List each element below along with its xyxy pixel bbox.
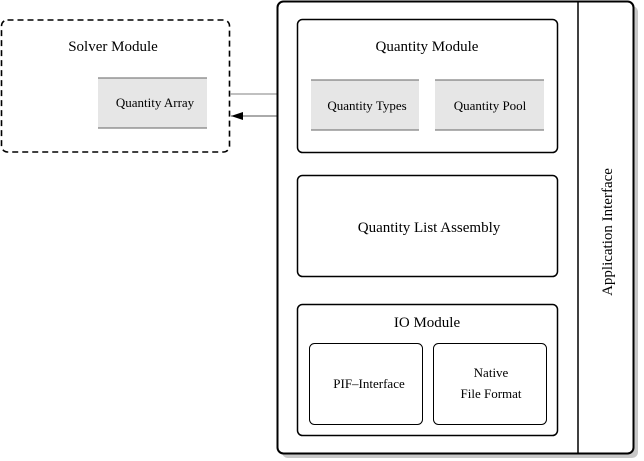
quantity-pool-box: Quantity Pool xyxy=(435,79,544,131)
native-label-line1: Native xyxy=(474,365,509,380)
solver-module: Solver Module Quantity Array xyxy=(0,19,231,153)
quantity-module: Quantity Module Quantity Types Quantity … xyxy=(296,18,559,154)
quantity-types-label: Quantity Types xyxy=(327,98,406,113)
native-file-format-box: Native File Format xyxy=(433,343,547,425)
quantity-list-assembly-label: Quantity List Assembly xyxy=(358,220,501,236)
pif-interface-border xyxy=(309,343,423,425)
solver-module-title: Solver Module xyxy=(68,39,158,55)
pif-interface-box: PIF–Interface xyxy=(309,343,423,425)
pif-interface-label: PIF–Interface xyxy=(333,376,405,391)
quantity-list-assembly: Quantity List Assembly xyxy=(296,174,559,278)
quantity-pool-label: Quantity Pool xyxy=(454,98,527,113)
native-file-format-border xyxy=(433,343,547,425)
quantity-list-assembly-border xyxy=(296,174,559,278)
quantity-types-fill xyxy=(311,80,419,130)
quantity-array-label: Quantity Array xyxy=(116,95,195,110)
solver-module-border xyxy=(0,19,231,153)
native-label-line2: File Format xyxy=(460,386,521,401)
quantity-pool-fill xyxy=(435,80,544,130)
quantity-array-fill xyxy=(98,78,207,128)
quantity-array-box: Quantity Array xyxy=(98,77,207,129)
application-interface-label: Application Interface xyxy=(600,168,616,296)
io-module: IO Module PIF–Interface Native File Form… xyxy=(296,303,559,437)
io-module-title: IO Module xyxy=(394,315,461,331)
quantity-types-box: Quantity Types xyxy=(311,79,419,131)
quantity-module-title: Quantity Module xyxy=(376,39,479,55)
